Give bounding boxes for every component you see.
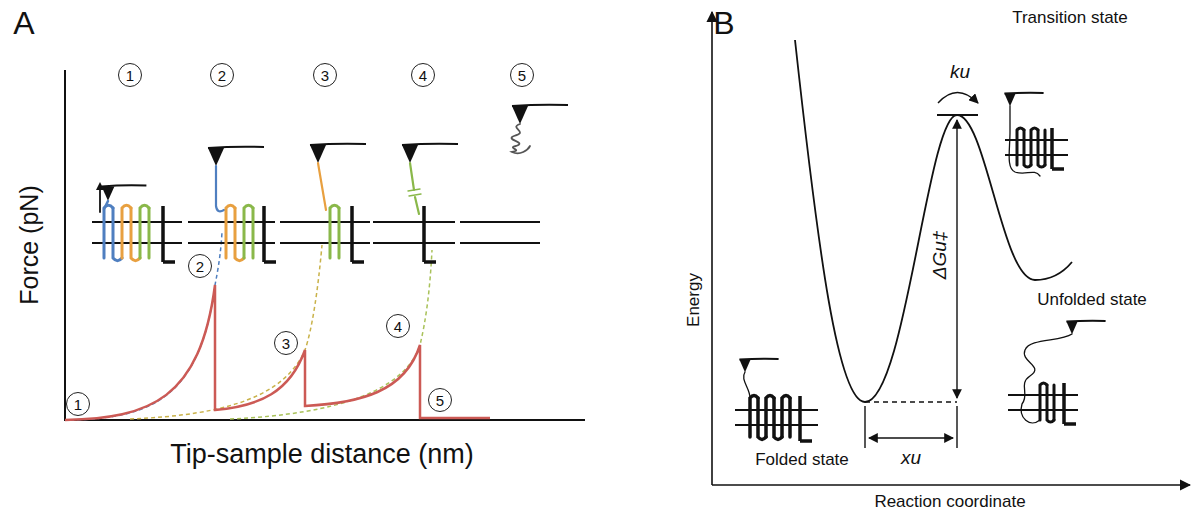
callout-number: 1 bbox=[126, 68, 134, 83]
panel-letter: B bbox=[713, 6, 734, 41]
cantilever bbox=[739, 358, 778, 361]
afm-tip bbox=[512, 106, 528, 124]
callout-number: 4 bbox=[394, 319, 402, 334]
state-label: Unfolded state bbox=[1037, 291, 1147, 310]
stage-number: 1 bbox=[118, 63, 142, 87]
membrane-line bbox=[1008, 395, 1078, 410]
helix bbox=[244, 205, 253, 258]
helix bbox=[1044, 130, 1047, 165]
axis-title: Tip-sample distance (nm) bbox=[170, 440, 474, 470]
panel-letter: A bbox=[13, 6, 34, 41]
helix bbox=[338, 208, 341, 258]
membrane-line bbox=[460, 222, 540, 243]
stage-number: 5 bbox=[510, 63, 534, 87]
curve-callout: 1 bbox=[66, 392, 90, 416]
barrier-symbol: ΔGu‡ bbox=[930, 231, 951, 280]
afm-tip bbox=[402, 145, 418, 163]
c-terminal bbox=[352, 206, 364, 262]
callout-number: 5 bbox=[518, 68, 526, 83]
axis-title: Energy bbox=[685, 273, 704, 327]
afm-tip bbox=[739, 360, 750, 373]
polypeptide bbox=[318, 163, 326, 210]
c-terminal bbox=[163, 206, 175, 262]
cantilever bbox=[102, 185, 147, 186]
curve-callout: 4 bbox=[386, 314, 410, 338]
axis-title: Reaction coordinate bbox=[874, 493, 1025, 512]
afm-tip bbox=[102, 186, 115, 200]
afm-tip bbox=[1004, 94, 1015, 107]
helix bbox=[252, 208, 255, 258]
state-cartoons bbox=[735, 93, 1106, 441]
callout-number: 1 bbox=[74, 397, 82, 412]
membrane-line bbox=[735, 410, 818, 425]
cantilever bbox=[1004, 92, 1043, 95]
afm-tip bbox=[208, 148, 224, 166]
cantilever bbox=[512, 105, 568, 106]
distance-symbol: xu bbox=[901, 448, 921, 469]
polypeptide bbox=[1021, 334, 1072, 423]
polypeptide bbox=[104, 201, 108, 209]
axis-title: Force (pN) bbox=[16, 185, 44, 304]
membrane-line bbox=[373, 222, 455, 243]
curve-callout: 3 bbox=[274, 331, 298, 355]
membrane-line bbox=[188, 222, 275, 243]
protein-cartoons bbox=[92, 105, 568, 262]
state-label: Transition state bbox=[1012, 9, 1128, 28]
c-terminal bbox=[424, 206, 436, 262]
c-terminal bbox=[800, 396, 812, 441]
c-terminal bbox=[264, 206, 276, 262]
helix bbox=[148, 208, 151, 258]
axes-a bbox=[65, 70, 585, 420]
helix bbox=[788, 398, 792, 437]
curve-callout: 5 bbox=[428, 388, 452, 412]
energy-landscape bbox=[795, 40, 1072, 402]
stage-number: 4 bbox=[411, 63, 435, 87]
helix bbox=[1038, 130, 1045, 167]
force-curve bbox=[65, 285, 490, 420]
callout-number: 3 bbox=[321, 68, 329, 83]
callout-number: 4 bbox=[419, 68, 427, 83]
cantilever bbox=[402, 144, 458, 145]
polypeptide bbox=[410, 163, 419, 214]
pull-arrowhead bbox=[96, 182, 104, 190]
helix bbox=[1047, 385, 1054, 422]
helix bbox=[330, 205, 339, 258]
c-terminal bbox=[1052, 128, 1064, 169]
afm-tip bbox=[310, 145, 326, 163]
cantilever bbox=[208, 147, 264, 148]
callout-number: 5 bbox=[436, 393, 444, 408]
callout-number: 3 bbox=[282, 336, 290, 351]
landscape-annotations bbox=[865, 93, 978, 449]
axes-b bbox=[712, 12, 1190, 485]
polypeptide bbox=[744, 372, 750, 398]
c-terminal bbox=[1064, 383, 1076, 424]
state-label: Folded state bbox=[755, 451, 849, 470]
membrane-line bbox=[280, 222, 370, 243]
cantilever bbox=[310, 144, 366, 145]
rate-symbol: ku bbox=[950, 62, 970, 83]
detached-chain bbox=[511, 124, 530, 153]
cantilever bbox=[1066, 320, 1105, 323]
afm-tip bbox=[1066, 322, 1077, 335]
helix bbox=[1053, 385, 1056, 420]
callout-number: 2 bbox=[218, 68, 226, 83]
callout-number: 2 bbox=[196, 259, 204, 274]
polypeptide bbox=[1009, 106, 1040, 176]
break-mark bbox=[408, 189, 421, 196]
helix bbox=[782, 396, 790, 437]
polypeptide bbox=[216, 166, 224, 211]
stage-number: 3 bbox=[313, 63, 337, 87]
helix bbox=[140, 205, 149, 258]
stage-number: 2 bbox=[210, 63, 234, 87]
curve-callout: 2 bbox=[188, 254, 212, 278]
